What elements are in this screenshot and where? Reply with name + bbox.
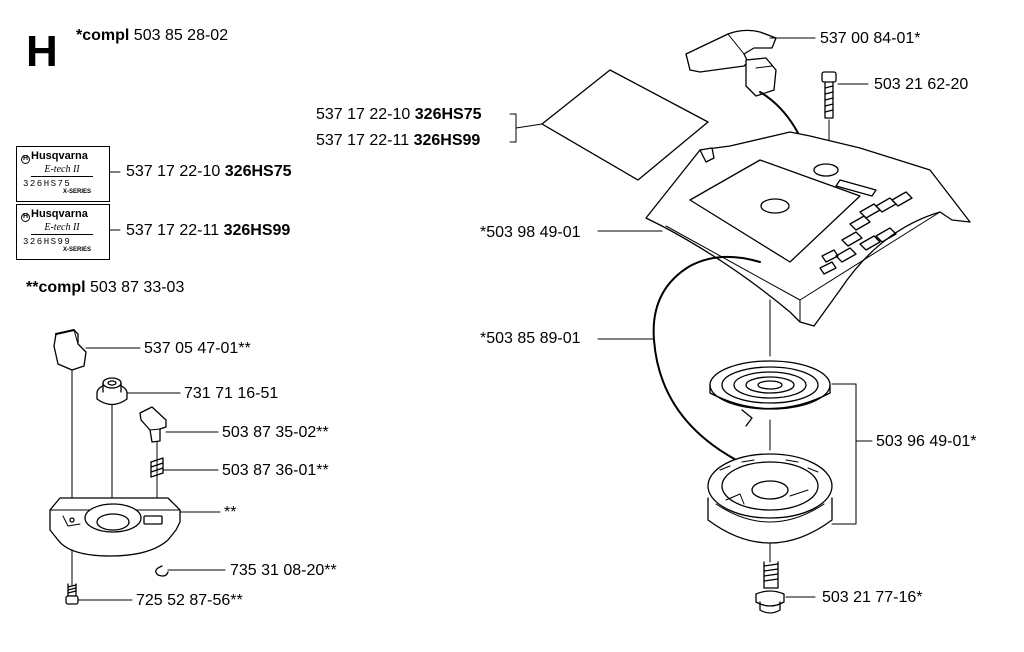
lever-part [139, 406, 167, 443]
label-pawl: 537 05 47-01** [144, 340, 251, 357]
label-pulley-spring: 503 96 49-01* [876, 433, 977, 450]
starter-cord [652, 255, 761, 463]
label-bracket: ** [224, 504, 237, 521]
compl-main-number: 503 85 28-02 [133, 27, 229, 44]
small-screw-part [65, 583, 79, 605]
bracket-part [49, 497, 181, 557]
label-small-screw: 725 52 87-56** [136, 592, 243, 609]
decal-series: X-SERIES [63, 189, 92, 195]
circlip-part [155, 565, 169, 577]
label-screw-top: 503 21 62-20 [874, 76, 969, 93]
husqvarna-logo-icon: H [21, 155, 30, 164]
decal-subtitle: E-tech II [31, 222, 93, 235]
compl-sub-label: **compl 503 87 33-03 [26, 280, 184, 296]
starter-housing-part [645, 131, 971, 327]
compl-sub-marker: **compl [26, 279, 86, 296]
label-screw-bottom: 503 21 77-16* [822, 589, 923, 606]
nut-part [96, 377, 128, 406]
compl-main-label: *compl 503 85 28-02 [76, 28, 228, 44]
label-starter-cord: *503 85 89-01 [480, 330, 581, 347]
label-small-spring: 503 87 36-01** [222, 462, 329, 479]
decal-model: 326HS99 [23, 237, 72, 247]
pawl-part [53, 329, 87, 371]
bottom-screw-part [755, 561, 785, 614]
compl-sub-number: 503 87 33-03 [90, 279, 185, 296]
starter-handle-part [685, 29, 777, 97]
label-decal-1: 537 17 22-10 326HS75 [126, 163, 292, 180]
decal-series: X-SERIES [63, 247, 92, 253]
recoil-spring-part [709, 360, 831, 427]
label-decal-2: 537 17 22-11 326HS99 [126, 222, 291, 239]
husqvarna-logo-icon: H [21, 213, 30, 222]
top-screw-part [821, 71, 837, 119]
instruction-sheet [541, 69, 709, 181]
label-circlip: 735 31 08-20** [230, 562, 337, 579]
decal-subtitle: E-tech II [31, 164, 93, 177]
decal-model: 326HS75 [23, 179, 72, 189]
label-nut: 731 71 16-51 [184, 385, 279, 402]
section-letter: H [26, 27, 58, 76]
pulley-part [707, 453, 833, 544]
label-sheet-2: 537 17 22-11 326HS99 [316, 132, 481, 149]
label-sheet-1: 537 17 22-10 326HS75 [316, 106, 482, 123]
label-lever: 503 87 35-02** [222, 424, 329, 441]
compl-main-marker: *compl [76, 27, 130, 44]
label-starter-handle: 537 00 84-01* [820, 30, 921, 47]
label-starter-housing: *503 98 49-01 [480, 224, 581, 241]
